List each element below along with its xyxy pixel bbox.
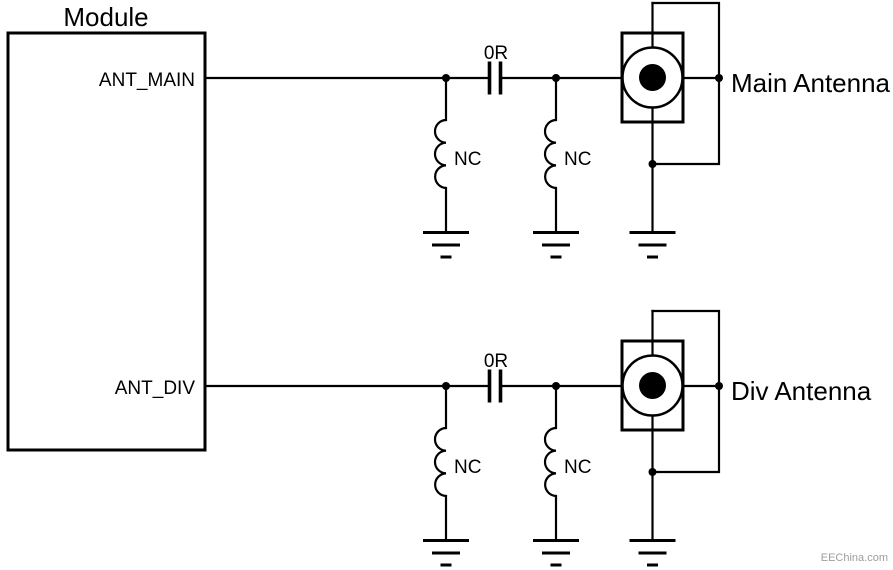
shunt-inductor: NC xyxy=(433,76,481,233)
connector-body xyxy=(620,339,685,432)
ground-symbol xyxy=(533,231,579,259)
series-component-0r: 0R xyxy=(484,43,508,95)
connector-center-pin xyxy=(639,64,666,91)
junction-dot xyxy=(442,382,450,390)
module: Module xyxy=(6,2,207,452)
inductor-label: NC xyxy=(454,149,481,170)
antenna-label: Div Antenna xyxy=(731,376,872,406)
watermark: EEChina.com xyxy=(821,552,888,564)
shunt-inductor: NC xyxy=(433,384,481,541)
channel-main-antenna: ANT_MAIN 0R NC NC xyxy=(99,1,891,259)
inductor-label: NC xyxy=(564,149,591,170)
shunt-inductor: NC xyxy=(543,76,591,233)
ground-symbol xyxy=(423,539,469,567)
inductor-label: NC xyxy=(564,457,591,478)
inductor-coil xyxy=(433,426,447,498)
module-box xyxy=(6,31,207,452)
pin-label: ANT_MAIN xyxy=(99,70,195,91)
connector-body xyxy=(620,31,685,124)
ground-symbol xyxy=(629,231,676,259)
pin-label: ANT_DIV xyxy=(115,378,196,399)
ground-symbol xyxy=(423,231,469,259)
inductor-coil xyxy=(543,118,557,190)
coax-antenna-connector xyxy=(620,1,721,233)
inductor-coil xyxy=(543,426,557,498)
junction-dot xyxy=(552,382,560,390)
junction-dot xyxy=(552,74,560,82)
series-component-label: 0R xyxy=(484,351,508,372)
inductor-label: NC xyxy=(454,457,481,478)
junction-dot xyxy=(648,468,657,476)
connector-shield-loop xyxy=(651,309,721,474)
inductor-coil xyxy=(433,118,447,190)
connector-center-pin xyxy=(639,372,666,399)
series-component-label: 0R xyxy=(484,43,508,64)
connector-shield-loop xyxy=(651,1,721,166)
junction-dot xyxy=(715,74,723,82)
channel-div-antenna: ANT_DIV 0R NC NC xyxy=(115,309,872,567)
junction-dot xyxy=(648,160,657,168)
antenna-label: Main Antenna xyxy=(731,68,891,98)
junction-dot xyxy=(442,74,450,82)
series-component-0r: 0R xyxy=(484,351,508,403)
junction-dot xyxy=(715,382,723,390)
coax-antenna-connector xyxy=(620,309,721,541)
module-title: Module xyxy=(63,2,148,32)
shunt-inductor: NC xyxy=(543,384,591,541)
ground-symbol xyxy=(629,539,676,567)
ground-symbol xyxy=(533,539,579,567)
